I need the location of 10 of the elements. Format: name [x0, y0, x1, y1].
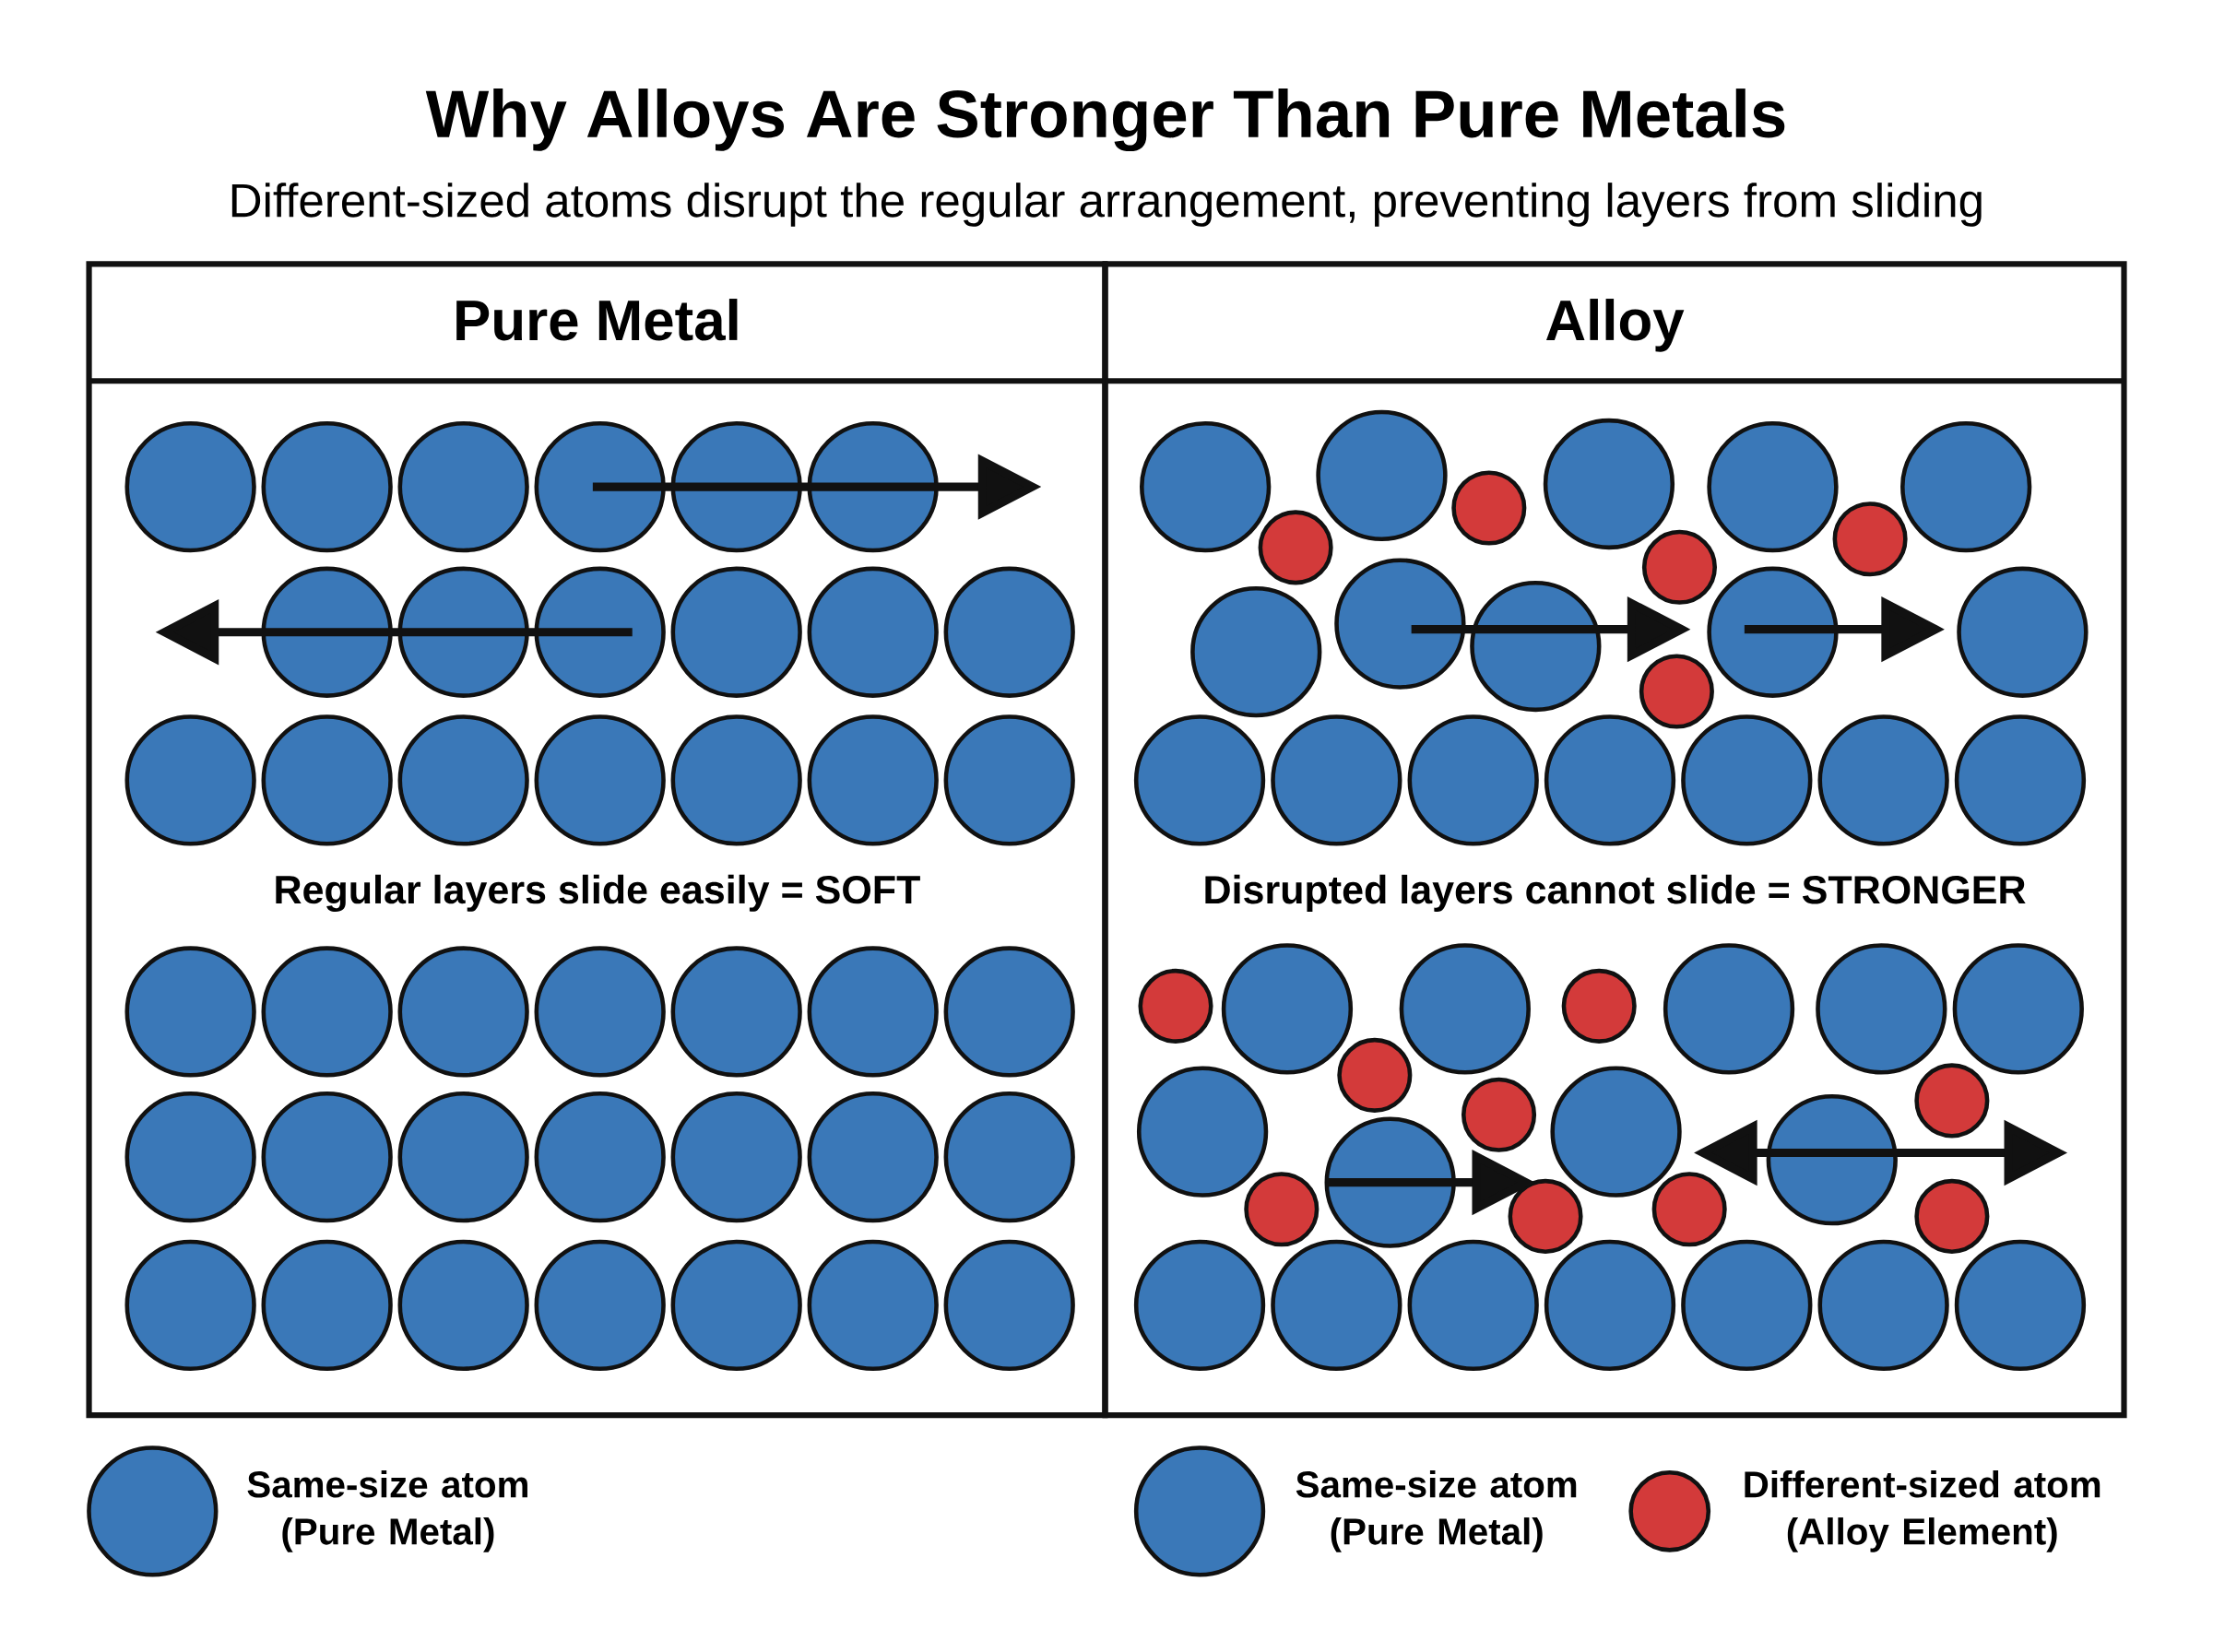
legend-label: Same-size atom (Pure Metal)	[247, 1469, 527, 1552]
subtitle: Different-sized atoms disrupt the regular arrangement, preventing layers from sliding	[231, 182, 1982, 227]
legend-label: Different-sized atom (Alloy Element)	[1745, 1469, 2101, 1552]
panel-caption: Disrupted layers cannot slide = STRONGER	[1205, 874, 2026, 912]
panel-header: Pure Metal	[456, 298, 738, 341]
panel-frame	[1102, 261, 2127, 1419]
panel-header: Alloy	[1546, 298, 1685, 352]
title: Why Alloys Are Stronger Than Pure Metals	[425, 88, 1785, 151]
legend-label: Same-size atom (Pure Metal)	[1296, 1469, 1577, 1552]
panel-caption: Regular layers slide easily = SOFT	[276, 874, 920, 912]
